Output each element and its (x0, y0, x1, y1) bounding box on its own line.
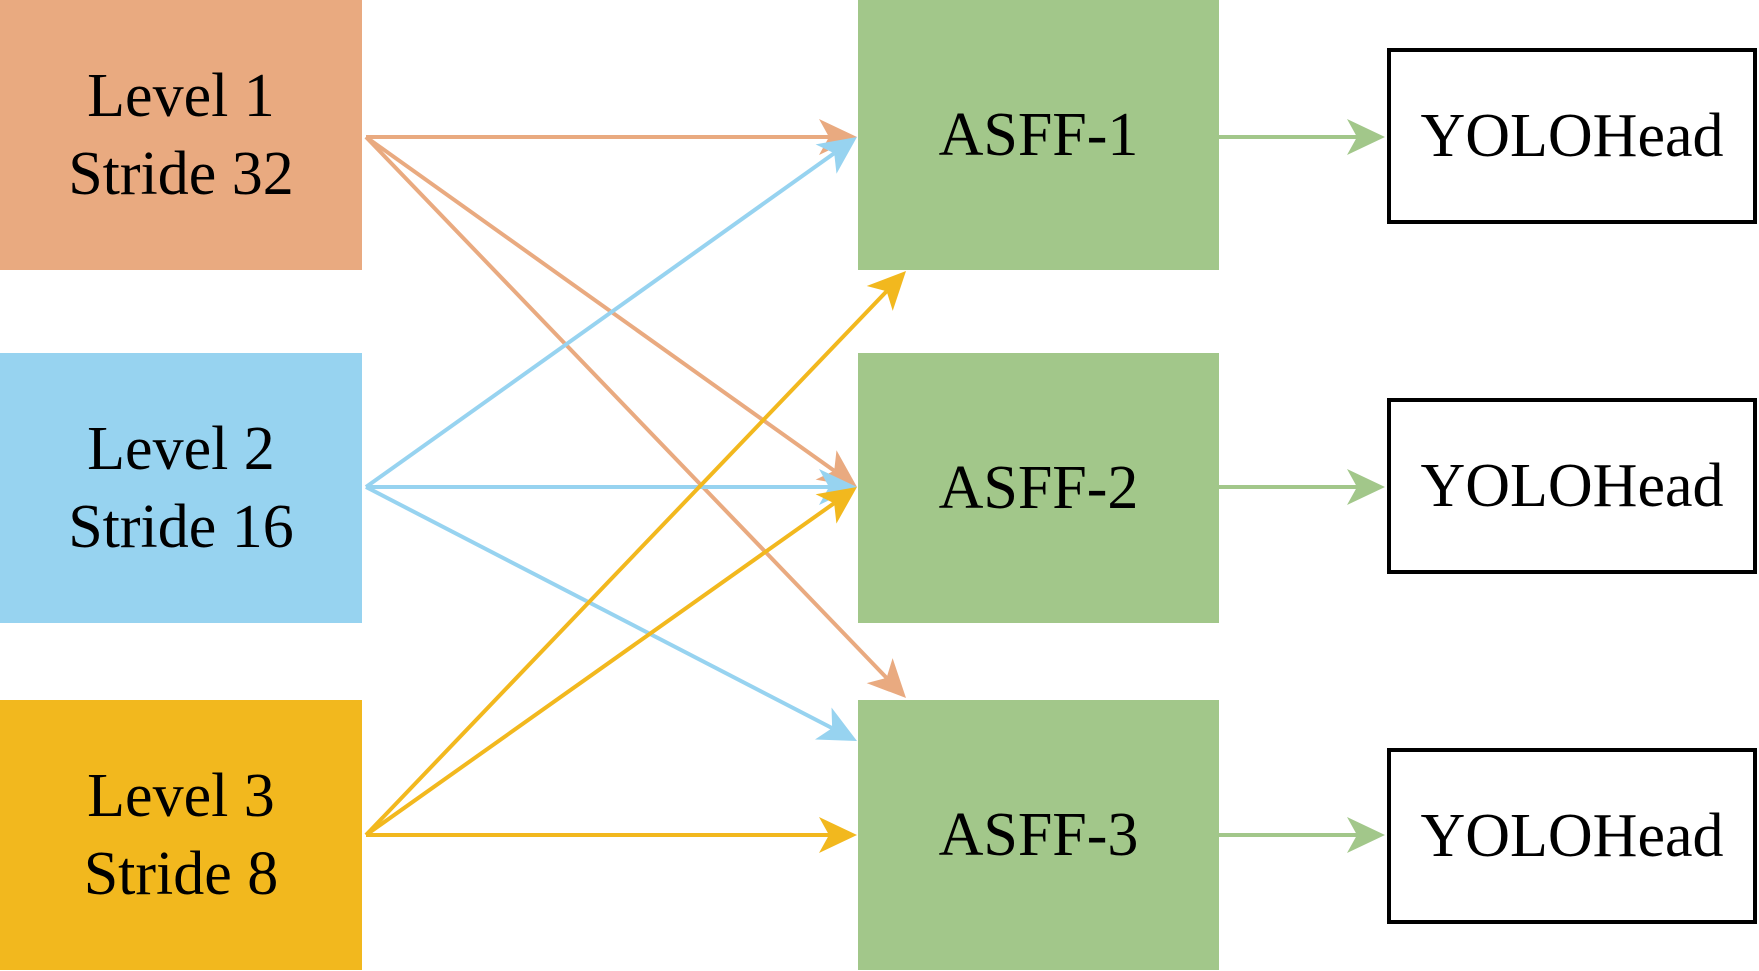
arrowhead-icon (1347, 119, 1385, 155)
arrow-level2-to-asff1 (364, 137, 857, 489)
arrow-level2-to-asff3 (365, 485, 857, 741)
asff-1-box: ASFF-1 (858, 0, 1219, 270)
level-3-stride: Stride 8 (83, 840, 279, 908)
level-2-label: Level 2 (87, 415, 275, 483)
arrow-line (364, 501, 836, 837)
yolohead-2-label: YOLOHead (1420, 451, 1724, 520)
arrowhead-icon (814, 707, 857, 741)
asff-2-label: ASFF-2 (938, 453, 1139, 522)
arrow-level3-to-asff1 (364, 271, 906, 837)
arrow-level3-to-asff3 (366, 817, 857, 853)
arrowhead-icon (866, 271, 906, 311)
arrow-level3-to-asff2 (364, 487, 857, 837)
arrowhead-icon (815, 137, 857, 174)
asff-3-label: ASFF-3 (938, 800, 1139, 869)
yolohead-2-box: YOLOHead (1387, 398, 1757, 574)
arrow-line (364, 135, 836, 473)
arrow-line (365, 485, 834, 730)
yolohead-1-label: YOLOHead (1420, 101, 1724, 170)
level-3-box: Level 3 Stride 8 (0, 700, 362, 970)
arrow-line (364, 151, 836, 489)
asff-3-box: ASFF-3 (858, 700, 1219, 970)
yolohead-3-box: YOLOHead (1387, 748, 1757, 924)
arrow-level2-to-asff2 (366, 469, 857, 505)
level-1-stride: Stride 32 (68, 140, 294, 208)
arrow-level1-to-asff3 (364, 135, 906, 698)
level-2-stride: Stride 16 (68, 493, 294, 561)
level-1-label: Level 1 (87, 62, 275, 130)
asff-1-label: ASFF-1 (938, 100, 1139, 169)
arrow-line (364, 289, 889, 837)
arrow-asff1-to-head1 (1219, 119, 1385, 155)
arrowhead-icon (815, 487, 857, 524)
arrowhead-icon (866, 658, 906, 698)
yolohead-1-box: YOLOHead (1387, 48, 1757, 224)
level-2-box: Level 2 Stride 16 (0, 353, 362, 623)
level-3-label: Level 3 (87, 762, 275, 830)
arrowhead-icon (1347, 817, 1385, 853)
level-1-box: Level 1 Stride 32 (0, 0, 362, 270)
arrow-level1-to-asff1 (366, 119, 857, 155)
arrow-line (364, 135, 889, 680)
arrowhead-icon (819, 817, 857, 853)
yolohead-3-label: YOLOHead (1420, 801, 1724, 870)
asff-2-box: ASFF-2 (858, 353, 1219, 623)
arrowhead-icon (1347, 469, 1385, 505)
arrow-asff2-to-head2 (1219, 469, 1385, 505)
arrow-asff3-to-head3 (1219, 817, 1385, 853)
